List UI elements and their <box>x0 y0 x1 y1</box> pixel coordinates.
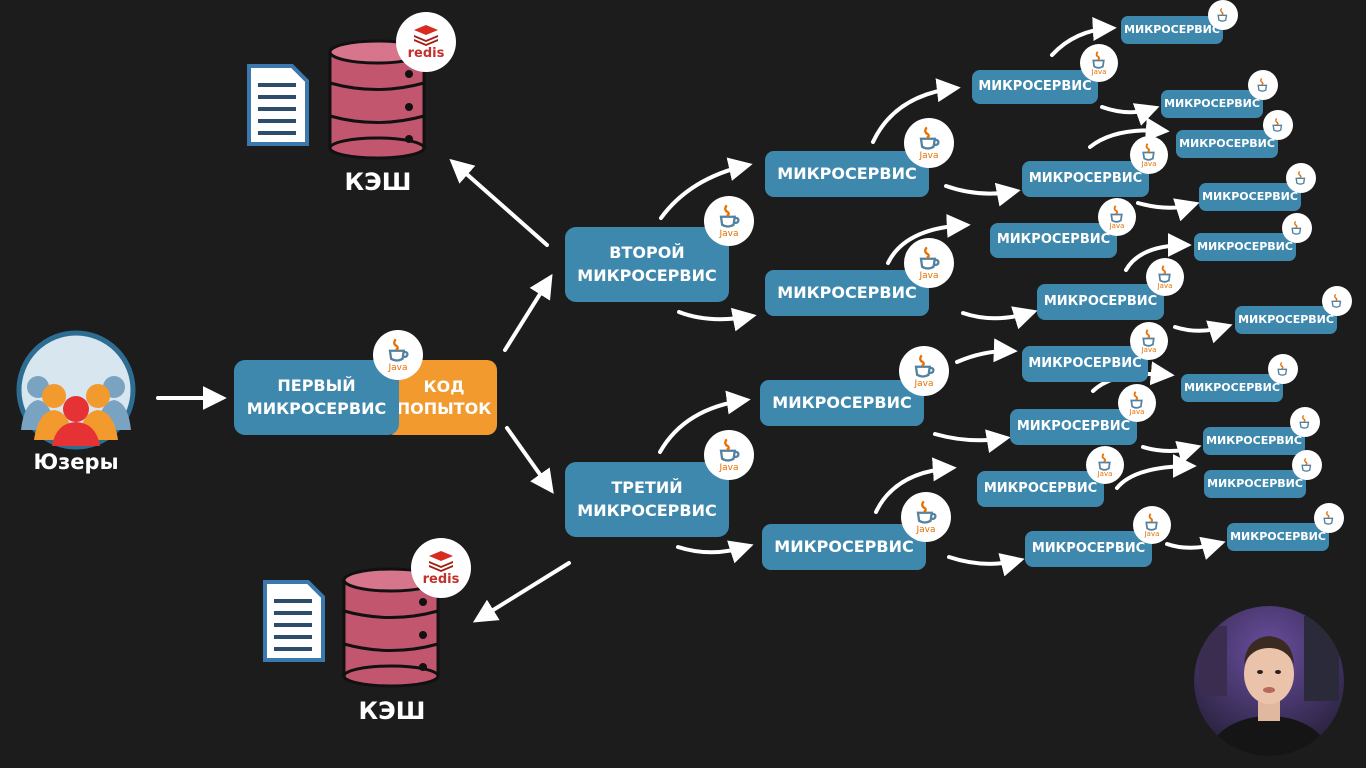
java-text: Java <box>916 524 936 535</box>
arrow-l3-h <box>947 553 1025 577</box>
java-icon <box>1290 407 1320 437</box>
second-microservice: ВТОРОЙ МИКРОСЕРВИС <box>565 227 729 302</box>
document-icon <box>263 580 325 662</box>
java-text: Java <box>1091 68 1107 77</box>
java-icon: Java <box>704 196 754 246</box>
redis-icon: redis <box>396 12 456 72</box>
cache-label-top: КЭШ <box>344 168 412 196</box>
arrow-l4-b <box>1100 103 1160 126</box>
java-text: Java <box>388 362 408 373</box>
java-icon <box>1322 286 1352 316</box>
java-icon <box>1286 163 1316 193</box>
arrow-third-cache <box>472 561 571 623</box>
arrow-l4-h <box>1141 440 1202 464</box>
microservice-l3-4: МИКРОСЕРВИС <box>762 524 926 570</box>
java-icon <box>1314 503 1344 533</box>
java-icon <box>1268 354 1298 384</box>
java-icon: Java <box>904 118 954 168</box>
microservice-l5-2: МИКРОСЕРВИС <box>1161 90 1263 118</box>
arrow-second-cache <box>449 158 549 247</box>
microservice-l4-7: МИКРОСЕРВИС <box>977 471 1104 507</box>
microservice-l5-6: МИКРОСЕРВИС <box>1235 306 1337 334</box>
users-icon <box>16 330 136 450</box>
document-icon <box>247 64 309 146</box>
java-icon: Java <box>1080 44 1118 82</box>
java-icon: Java <box>704 430 754 480</box>
microservice-l5-1: МИКРОСЕРВИС <box>1121 16 1223 44</box>
microservice-l4-6: МИКРОСЕРВИС <box>1010 409 1137 445</box>
java-icon: Java <box>1130 322 1168 360</box>
java-text: Java <box>719 462 739 473</box>
java-icon: Java <box>1130 136 1168 174</box>
microservice-l4-3: МИКРОСЕРВИС <box>990 223 1117 258</box>
java-icon <box>1292 450 1322 480</box>
microservice-l4-1: МИКРОСЕРВИС <box>972 70 1098 104</box>
arrow-l4-d <box>1136 198 1200 222</box>
java-icon: Java <box>1146 258 1184 296</box>
java-text: Java <box>919 150 939 161</box>
java-icon: Java <box>901 492 951 542</box>
microservice-l5-8: МИКРОСЕРВИС <box>1203 427 1305 455</box>
java-icon <box>1263 110 1293 140</box>
java-icon <box>1282 213 1312 243</box>
java-icon <box>1248 70 1278 100</box>
microservice-l4-8: МИКРОСЕРВИС <box>1025 531 1152 567</box>
arrow-l3-b <box>944 182 1021 207</box>
redis-icon: redis <box>411 538 471 598</box>
java-text: Java <box>919 270 939 281</box>
redis-text: redis <box>422 572 460 587</box>
java-text: Java <box>1157 282 1173 291</box>
microservice-l5-10: МИКРОСЕРВИС <box>1227 523 1329 551</box>
java-icon: Java <box>1098 198 1136 236</box>
arrow-l3-f <box>933 429 1011 453</box>
java-icon: Java <box>899 346 949 396</box>
arrow-l4-j <box>1165 536 1226 560</box>
presenter-image <box>1194 606 1344 756</box>
arrow-l3-d <box>961 306 1038 330</box>
java-text: Java <box>1141 346 1157 355</box>
arrow-l3-e <box>955 338 1018 364</box>
java-icon <box>1208 0 1238 30</box>
arrow-l4-f <box>1173 320 1233 344</box>
java-icon: Java <box>1133 506 1171 544</box>
microservice-l3-1: МИКРОСЕРВИС <box>765 151 929 197</box>
arrow-second-ms2 <box>677 307 757 332</box>
java-icon: Java <box>1086 446 1124 484</box>
microservice-l4-2: МИКРОСЕРВИС <box>1022 161 1149 197</box>
arrow-first-third <box>505 426 554 494</box>
microservice-l5-7: МИКРОСЕРВИС <box>1181 374 1283 402</box>
microservice-l5-5: МИКРОСЕРВИС <box>1194 233 1296 261</box>
microservice-l5-3: МИКРОСЕРВИС <box>1176 130 1278 158</box>
microservice-l3-2: МИКРОСЕРВИС <box>765 270 929 316</box>
microservice-l5-9: МИКРОСЕРВИС <box>1204 470 1306 498</box>
java-text: Java <box>1097 470 1113 479</box>
microservice-l4-5: МИКРОСЕРВИС <box>1022 346 1148 382</box>
first-microservice: ПЕРВЫЙ МИКРОСЕРВИС <box>234 360 399 435</box>
arrow-third-ms4 <box>676 540 754 564</box>
webcam-overlay <box>1194 606 1344 756</box>
java-icon: Java <box>1118 384 1156 422</box>
third-microservice: ТРЕТИЙ МИКРОСЕРВИС <box>565 462 729 537</box>
java-text: Java <box>719 228 739 239</box>
java-icon: Java <box>373 330 423 380</box>
java-text: Java <box>1109 222 1125 231</box>
arrow-first-second <box>503 273 553 352</box>
java-text: Java <box>1141 160 1157 169</box>
arrow-l4-i <box>1115 454 1197 490</box>
cache-label-bottom: КЭШ <box>358 697 426 725</box>
microservice-l5-4: МИКРОСЕРВИС <box>1199 183 1301 211</box>
java-text: Java <box>1129 408 1145 417</box>
redis-text: redis <box>407 46 445 61</box>
java-text: Java <box>914 378 934 389</box>
java-icon: Java <box>904 238 954 288</box>
users-label: Юзеры <box>33 450 119 474</box>
java-text: Java <box>1144 530 1160 539</box>
microservice-l4-4: МИКРОСЕРВИС <box>1037 284 1164 320</box>
microservice-l3-3: МИКРОСЕРВИС <box>760 380 924 426</box>
